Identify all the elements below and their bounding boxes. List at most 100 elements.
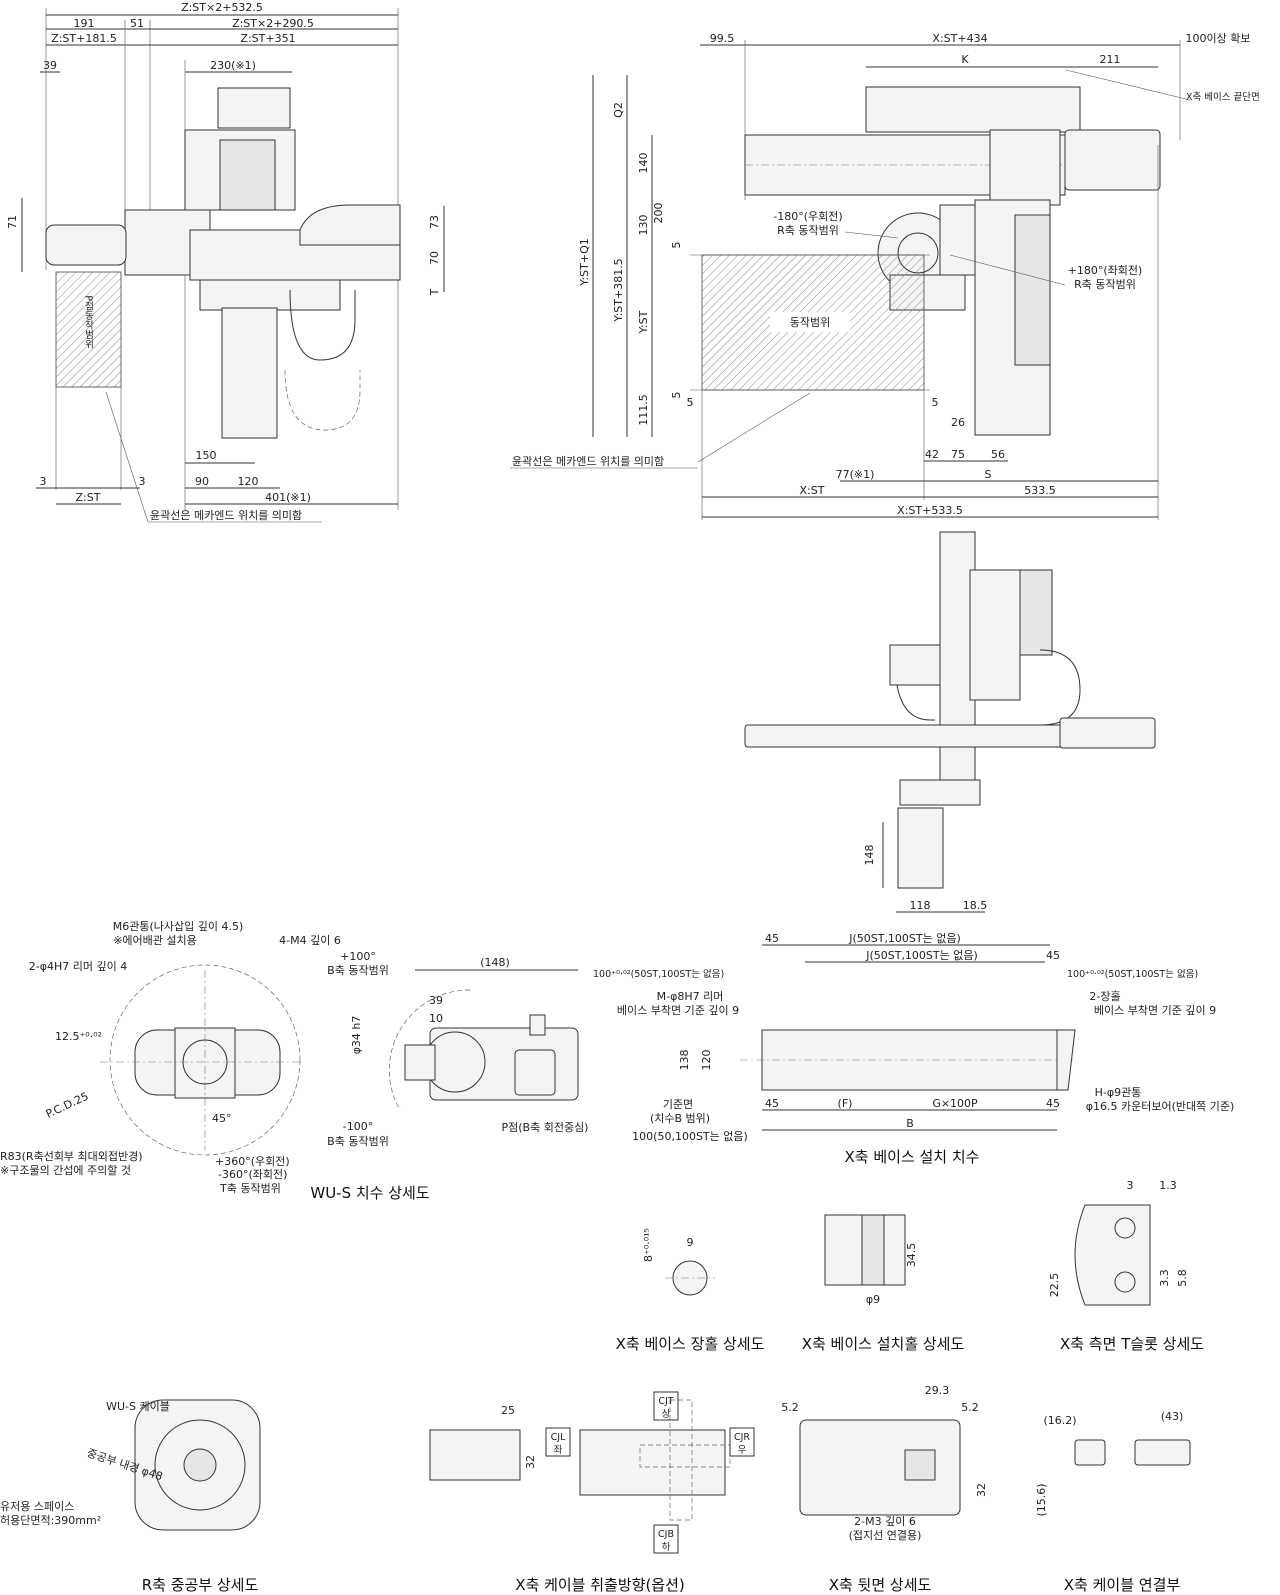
xb-100-left: 100⁺⁰·⁰²(50ST,100ST는 없음) <box>593 968 724 980</box>
wus-148: (148) <box>480 956 510 969</box>
dim-Q2: Q2 <box>612 102 625 118</box>
detail-tslot: 3 1.3 22.5 3.3 5.8 X축 측면 T슬롯 상세도 <box>1048 1179 1204 1353</box>
front-view: 148 118 18.5 <box>744 531 1156 913</box>
back-29-3: 29.3 <box>925 1384 950 1397</box>
dim-T: T <box>428 288 441 296</box>
dim-90: 90 <box>195 475 209 488</box>
front-wrist <box>897 807 944 889</box>
r-cw-range-2: R축 동작범위 <box>1074 278 1136 291</box>
tslot-22-5: 22.5 <box>1048 1273 1061 1298</box>
conn-43: (43) <box>1161 1410 1184 1423</box>
y-column <box>221 307 278 439</box>
dim-zst-351: Z:ST+351 <box>240 32 295 45</box>
rh-title: R축 중공부 상세도 <box>142 1576 259 1594</box>
wus-m6: M6관통(나사삽입 깊이 4.5) <box>113 920 244 933</box>
wus-10: 10 <box>429 1012 443 1025</box>
wus-45deg: 45° <box>212 1112 232 1125</box>
wus-m4: 4-M4 깊이 6 <box>279 934 341 947</box>
wus-title: WU-S 치수 상세도 <box>310 1184 429 1202</box>
slider-block <box>989 129 1061 206</box>
wus-note: ※구조물의 간섭에 주의할 것 <box>0 1164 131 1177</box>
xb-B: B <box>906 1117 914 1130</box>
x-base-install: 45 J(50ST,100ST는 없음) J(50ST,100ST는 없음) 4… <box>593 932 1234 1166</box>
top-right-view: 99.5 X:ST+434 100이상 확보 K 211 X축 베이스 끝단면 … <box>510 32 1260 520</box>
detail-r-hollow: WU-S 케이블 중공부 내경 φ48 유저용 스페이스 허용단면적:390mm… <box>0 1399 261 1594</box>
dim-zst2-532: Z:ST×2+532.5 <box>181 1 263 14</box>
dim-3-right: 3 <box>139 475 146 488</box>
cd-32: 32 <box>524 1455 537 1469</box>
tslot-3-3: 3.3 <box>1158 1269 1171 1287</box>
dim-xst-434: X:ST+434 <box>932 32 987 45</box>
xb-ref: 기준면 <box>663 1098 693 1111</box>
connector-a <box>1074 1439 1106 1466</box>
cable-dir-body <box>429 1429 521 1481</box>
back-5-2-b: 5.2 <box>961 1401 979 1414</box>
detail-back: 5.2 29.3 5.2 32 2-M3 깊이 6 (접지선 연결용) X축 뒷… <box>781 1384 988 1594</box>
rh-area: 허용단면적:390mm² <box>0 1514 101 1527</box>
conn-16-2: (16.2) <box>1043 1414 1076 1427</box>
wus-b-range-2: B축 동작범위 <box>327 1135 389 1148</box>
dim-56: 56 <box>991 448 1005 461</box>
dim-150: 150 <box>196 449 217 462</box>
xb-45-d: 45 <box>1046 1097 1060 1110</box>
hole-phi9: φ9 <box>866 1293 880 1306</box>
dim-zst2-290: Z:ST×2+290.5 <box>232 17 314 30</box>
wus-360m: -360°(좌회전) <box>218 1168 287 1181</box>
cd-left: 좌 <box>554 1445 563 1456</box>
wus-360p: +360°(우회전) <box>215 1155 290 1168</box>
xb-gx100p: G×100P <box>932 1097 978 1110</box>
back-32: 32 <box>975 1483 988 1497</box>
wus-side-body <box>429 1027 579 1101</box>
back-ground: (접지선 연결용) <box>849 1529 922 1542</box>
dim-100-clear: 100이상 확보 <box>1186 32 1251 45</box>
xb-120: 120 <box>700 1050 713 1071</box>
hole-title: X축 베이스 설치홀 상세도 <box>802 1335 965 1353</box>
xb-F: (F) <box>838 1097 853 1110</box>
cable-loop <box>289 289 356 361</box>
dim-148: 148 <box>863 845 876 866</box>
dim-211: 211 <box>1100 53 1121 66</box>
wus-t-range: T축 동작범위 <box>219 1182 281 1195</box>
upper-rail <box>865 86 1081 133</box>
dim-S: S <box>985 468 992 481</box>
dim-5-a: 5 <box>670 242 683 249</box>
r-cw-range-1: +180°(좌회전) <box>1068 264 1143 277</box>
back-m3: 2-M3 깊이 6 <box>854 1515 916 1528</box>
dim-yst: Y:ST <box>637 310 650 334</box>
detail-slot: 9 8⁺⁰·⁰¹⁵ X축 베이스 장홀 상세도 <box>616 1228 765 1353</box>
back-5-2-a: 5.2 <box>781 1401 799 1414</box>
dim-73: 73 <box>428 215 441 229</box>
dim-533-5: 533.5 <box>1024 484 1056 497</box>
xb-45-a: 45 <box>765 932 779 945</box>
xb-100-right: 100⁺⁰·⁰²(50ST,100ST는 없음) <box>1067 968 1198 980</box>
work-range-label: 동작범위 <box>790 316 830 329</box>
cable-duct <box>299 204 401 246</box>
wus-b-range-1: B축 동작범위 <box>327 964 389 977</box>
xb-cbore: φ16.5 카운터보어(반대쪽 기준) <box>1086 1100 1235 1113</box>
tslot-title: X축 측면 T슬롯 상세도 <box>1060 1335 1204 1353</box>
front-head <box>899 779 981 806</box>
cd-right: 우 <box>738 1445 747 1456</box>
dim-140: 140 <box>637 153 650 174</box>
conn-15-6: (15.6) <box>1035 1483 1048 1516</box>
hole-34-5: 34.5 <box>905 1243 918 1268</box>
front-y-motor <box>1019 569 1053 656</box>
contour-note-right: 윤곽선은 메카엔드 위치를 의미함 <box>512 455 664 468</box>
xb-depth-b: 베이스 부착면 기준 깊이 9 <box>1094 1004 1216 1017</box>
wus-shaft <box>404 1044 436 1081</box>
dim-yst-q1: Y:ST+Q1 <box>578 238 591 287</box>
dim-200: 200 <box>652 203 665 224</box>
dim-118: 118 <box>910 899 931 912</box>
cd-cjl: CJL <box>551 1432 566 1443</box>
dim-191: 191 <box>74 17 95 30</box>
back-body <box>799 1419 961 1516</box>
slot-9: 9 <box>687 1236 694 1249</box>
x-motor <box>1064 129 1161 191</box>
dim-5-c: 5 <box>687 396 694 409</box>
z-motor <box>219 139 276 211</box>
r-ccw-range-2: R축 동작범위 <box>777 224 839 237</box>
contour-note-left: 윤곽선은 메카엔드 위치를 의미함 <box>150 509 302 522</box>
dim-75: 75 <box>951 448 965 461</box>
wus-detail: M6관통(나사삽입 깊이 4.5) ※에어배관 설치용 4-M4 깊이 6 2-… <box>0 920 588 1202</box>
